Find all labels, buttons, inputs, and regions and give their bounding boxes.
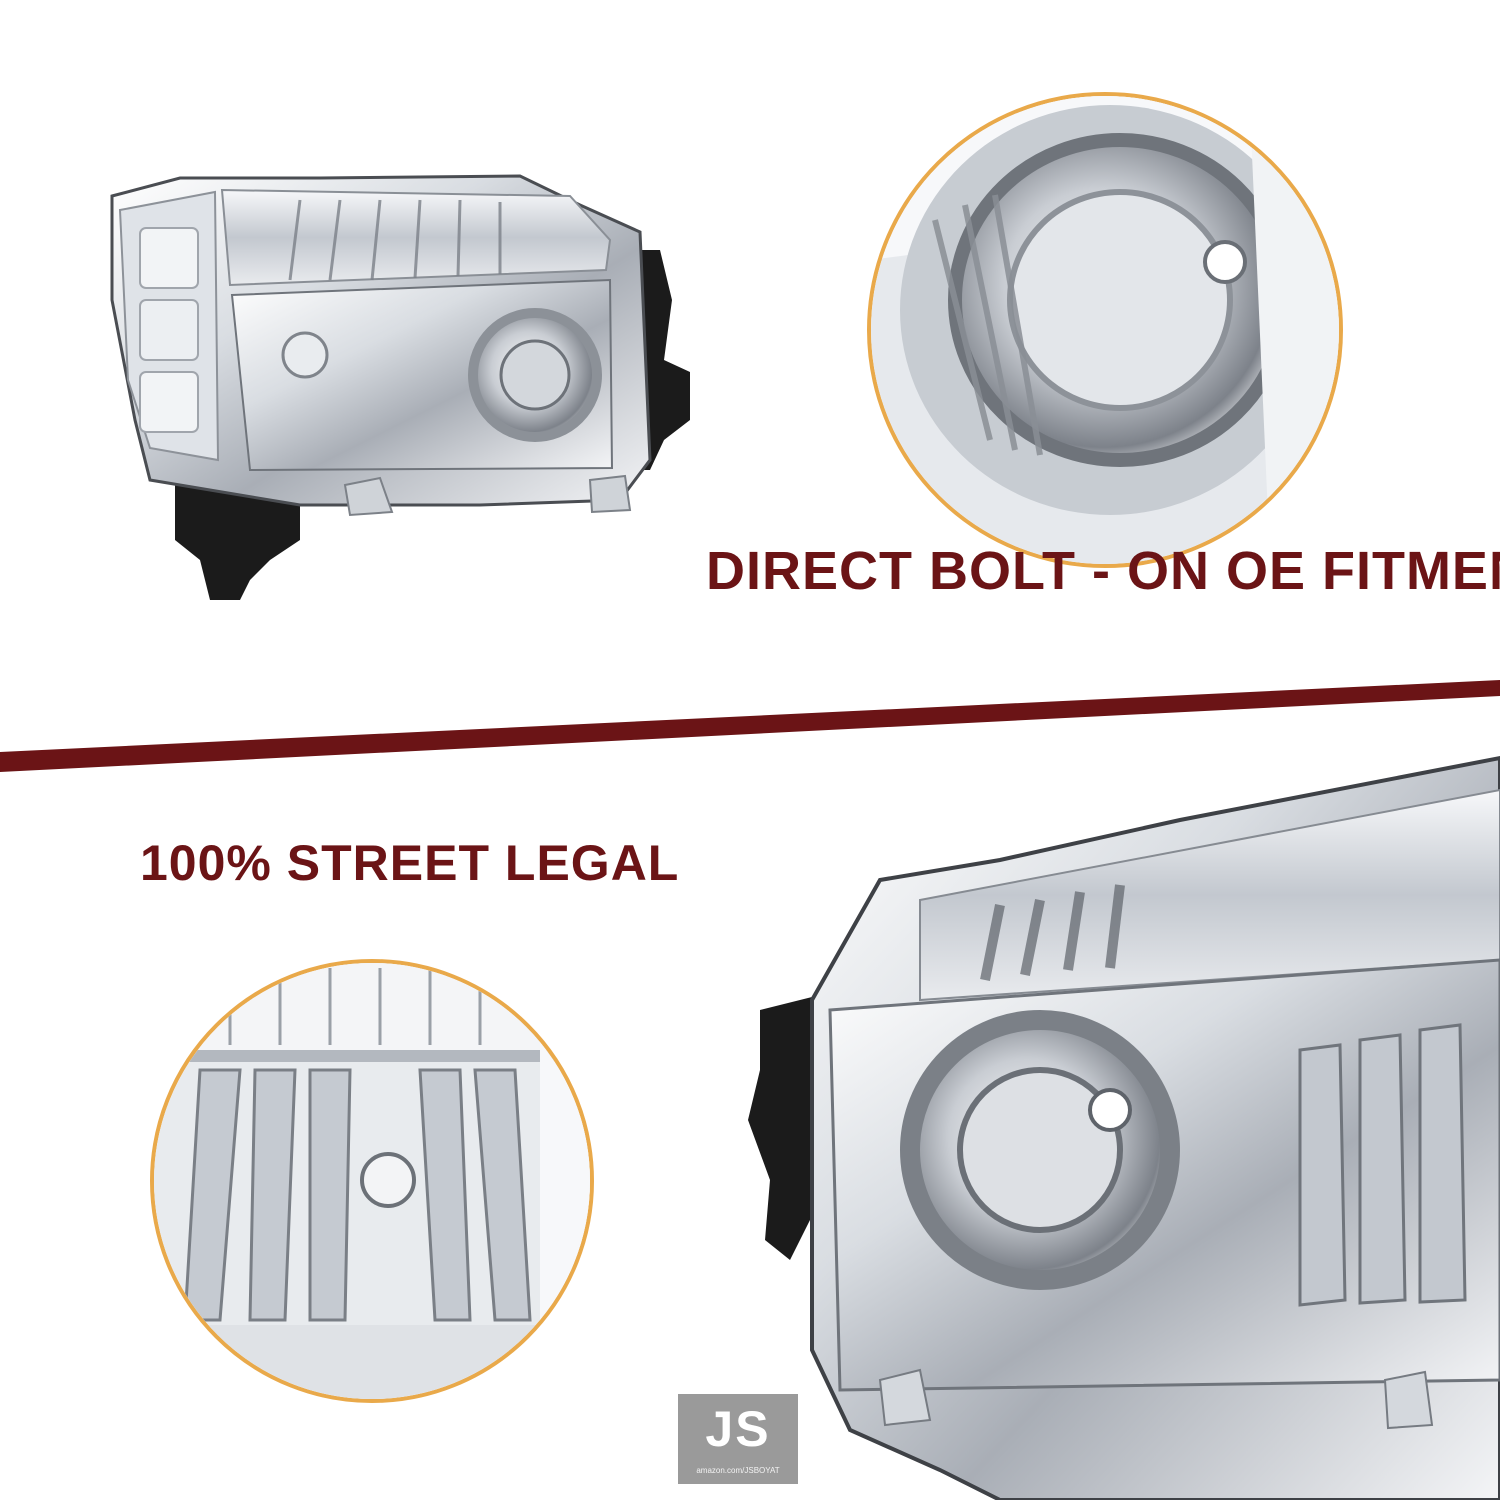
headline-street-legal: 100% STREET LEGAL <box>140 835 680 891</box>
zoom-reflector-detail <box>150 959 594 1403</box>
headline-direct-bolt-on: DIRECT BOLT - ON OE FITMENT <box>706 541 1500 601</box>
headlight-full-view <box>110 174 690 600</box>
watermark-letters: JS <box>705 1401 771 1457</box>
brand-watermark: JS amazon.com/JSBOYAT <box>678 1394 798 1484</box>
headlight-closeup <box>748 755 1500 1500</box>
zoom-projector-detail <box>867 92 1343 568</box>
divider-band <box>0 680 1500 772</box>
watermark-url: amazon.com/JSBOYAT <box>696 1466 780 1475</box>
